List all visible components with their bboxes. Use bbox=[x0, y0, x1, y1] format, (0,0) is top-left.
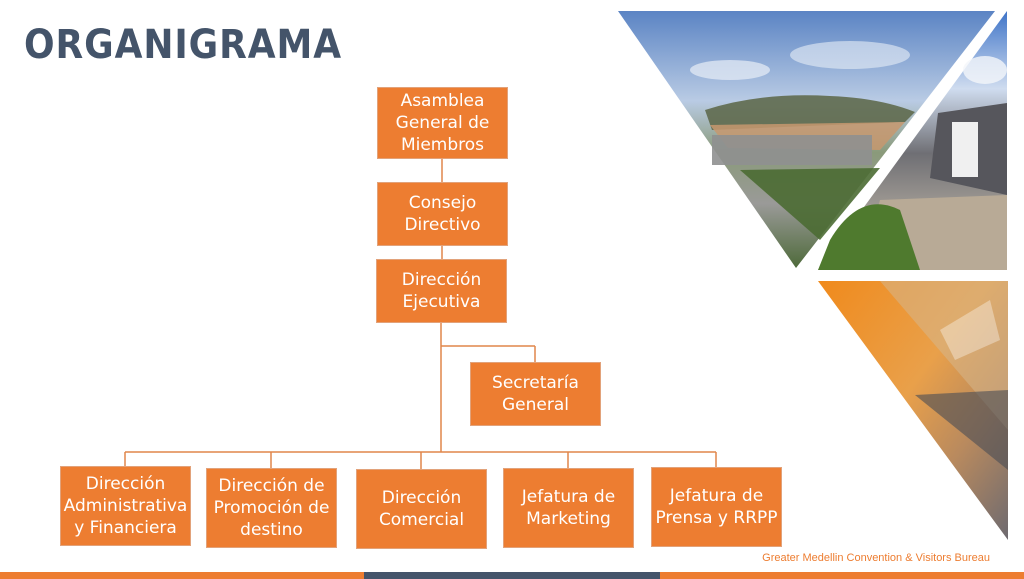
footer-organization: Greater Medellin Convention & Visitors B… bbox=[762, 552, 990, 564]
node-jef-prensa: Jefatura de Prensa y RRPP bbox=[651, 467, 782, 547]
node-dir-comercial: Dirección Comercial bbox=[356, 469, 487, 549]
footer-bar-right bbox=[660, 572, 1024, 579]
node-dir-promocion: Dirección de Promoción de destino bbox=[206, 468, 337, 548]
node-direccion-ejecutiva: Dirección Ejecutiva bbox=[376, 259, 507, 323]
footer-bar-center bbox=[364, 572, 660, 579]
node-dir-administrativa: Dirección Administrativa y Financiera bbox=[60, 466, 191, 546]
footer-bar-left bbox=[0, 572, 364, 579]
photo-modern-building bbox=[818, 11, 1007, 270]
node-asamblea: Asamblea General de Miembros bbox=[377, 87, 508, 159]
node-jef-marketing: Jefatura de Marketing bbox=[503, 468, 634, 548]
node-consejo: Consejo Directivo bbox=[377, 182, 508, 246]
page-title: ORGANIGRAMA bbox=[24, 22, 342, 68]
photo-interior-wall bbox=[818, 281, 1008, 540]
node-secretaria: Secretaría General bbox=[470, 362, 601, 426]
photo-city-panorama bbox=[618, 11, 995, 268]
